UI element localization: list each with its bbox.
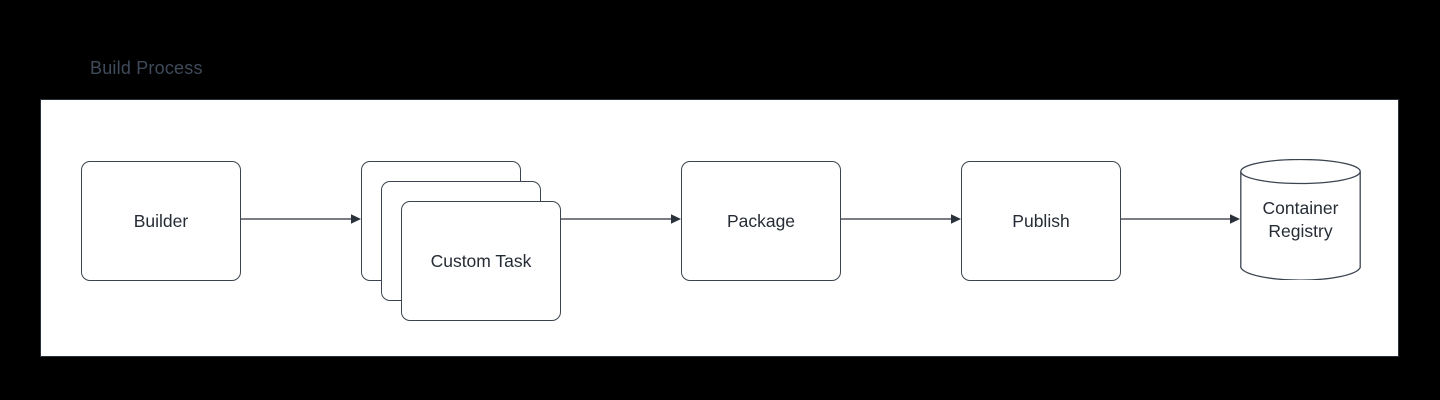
- node-custom-task-front[interactable]: Custom Task: [401, 201, 561, 321]
- build-process-panel: Builder Custom Task Custom Task Custom T…: [40, 99, 1399, 357]
- node-package-label: Package: [726, 211, 796, 231]
- edge-builder-customtask: [241, 213, 361, 225]
- node-package[interactable]: Package: [681, 161, 841, 281]
- node-custom-task-front-label: Custom Task: [430, 250, 532, 271]
- node-container-registry[interactable]: Container Registry: [1240, 159, 1361, 280]
- node-builder[interactable]: Builder: [81, 161, 241, 281]
- edge-publish-registry: [1121, 213, 1240, 225]
- edge-package-publish: [841, 213, 961, 225]
- group-title: Build Process: [90, 58, 203, 78]
- node-publish[interactable]: Publish: [961, 161, 1121, 281]
- edge-customtask-package: [561, 213, 681, 225]
- node-publish-label: Publish: [1012, 211, 1070, 231]
- cylinder-shape: [1240, 159, 1361, 280]
- node-builder-label: Builder: [133, 211, 189, 231]
